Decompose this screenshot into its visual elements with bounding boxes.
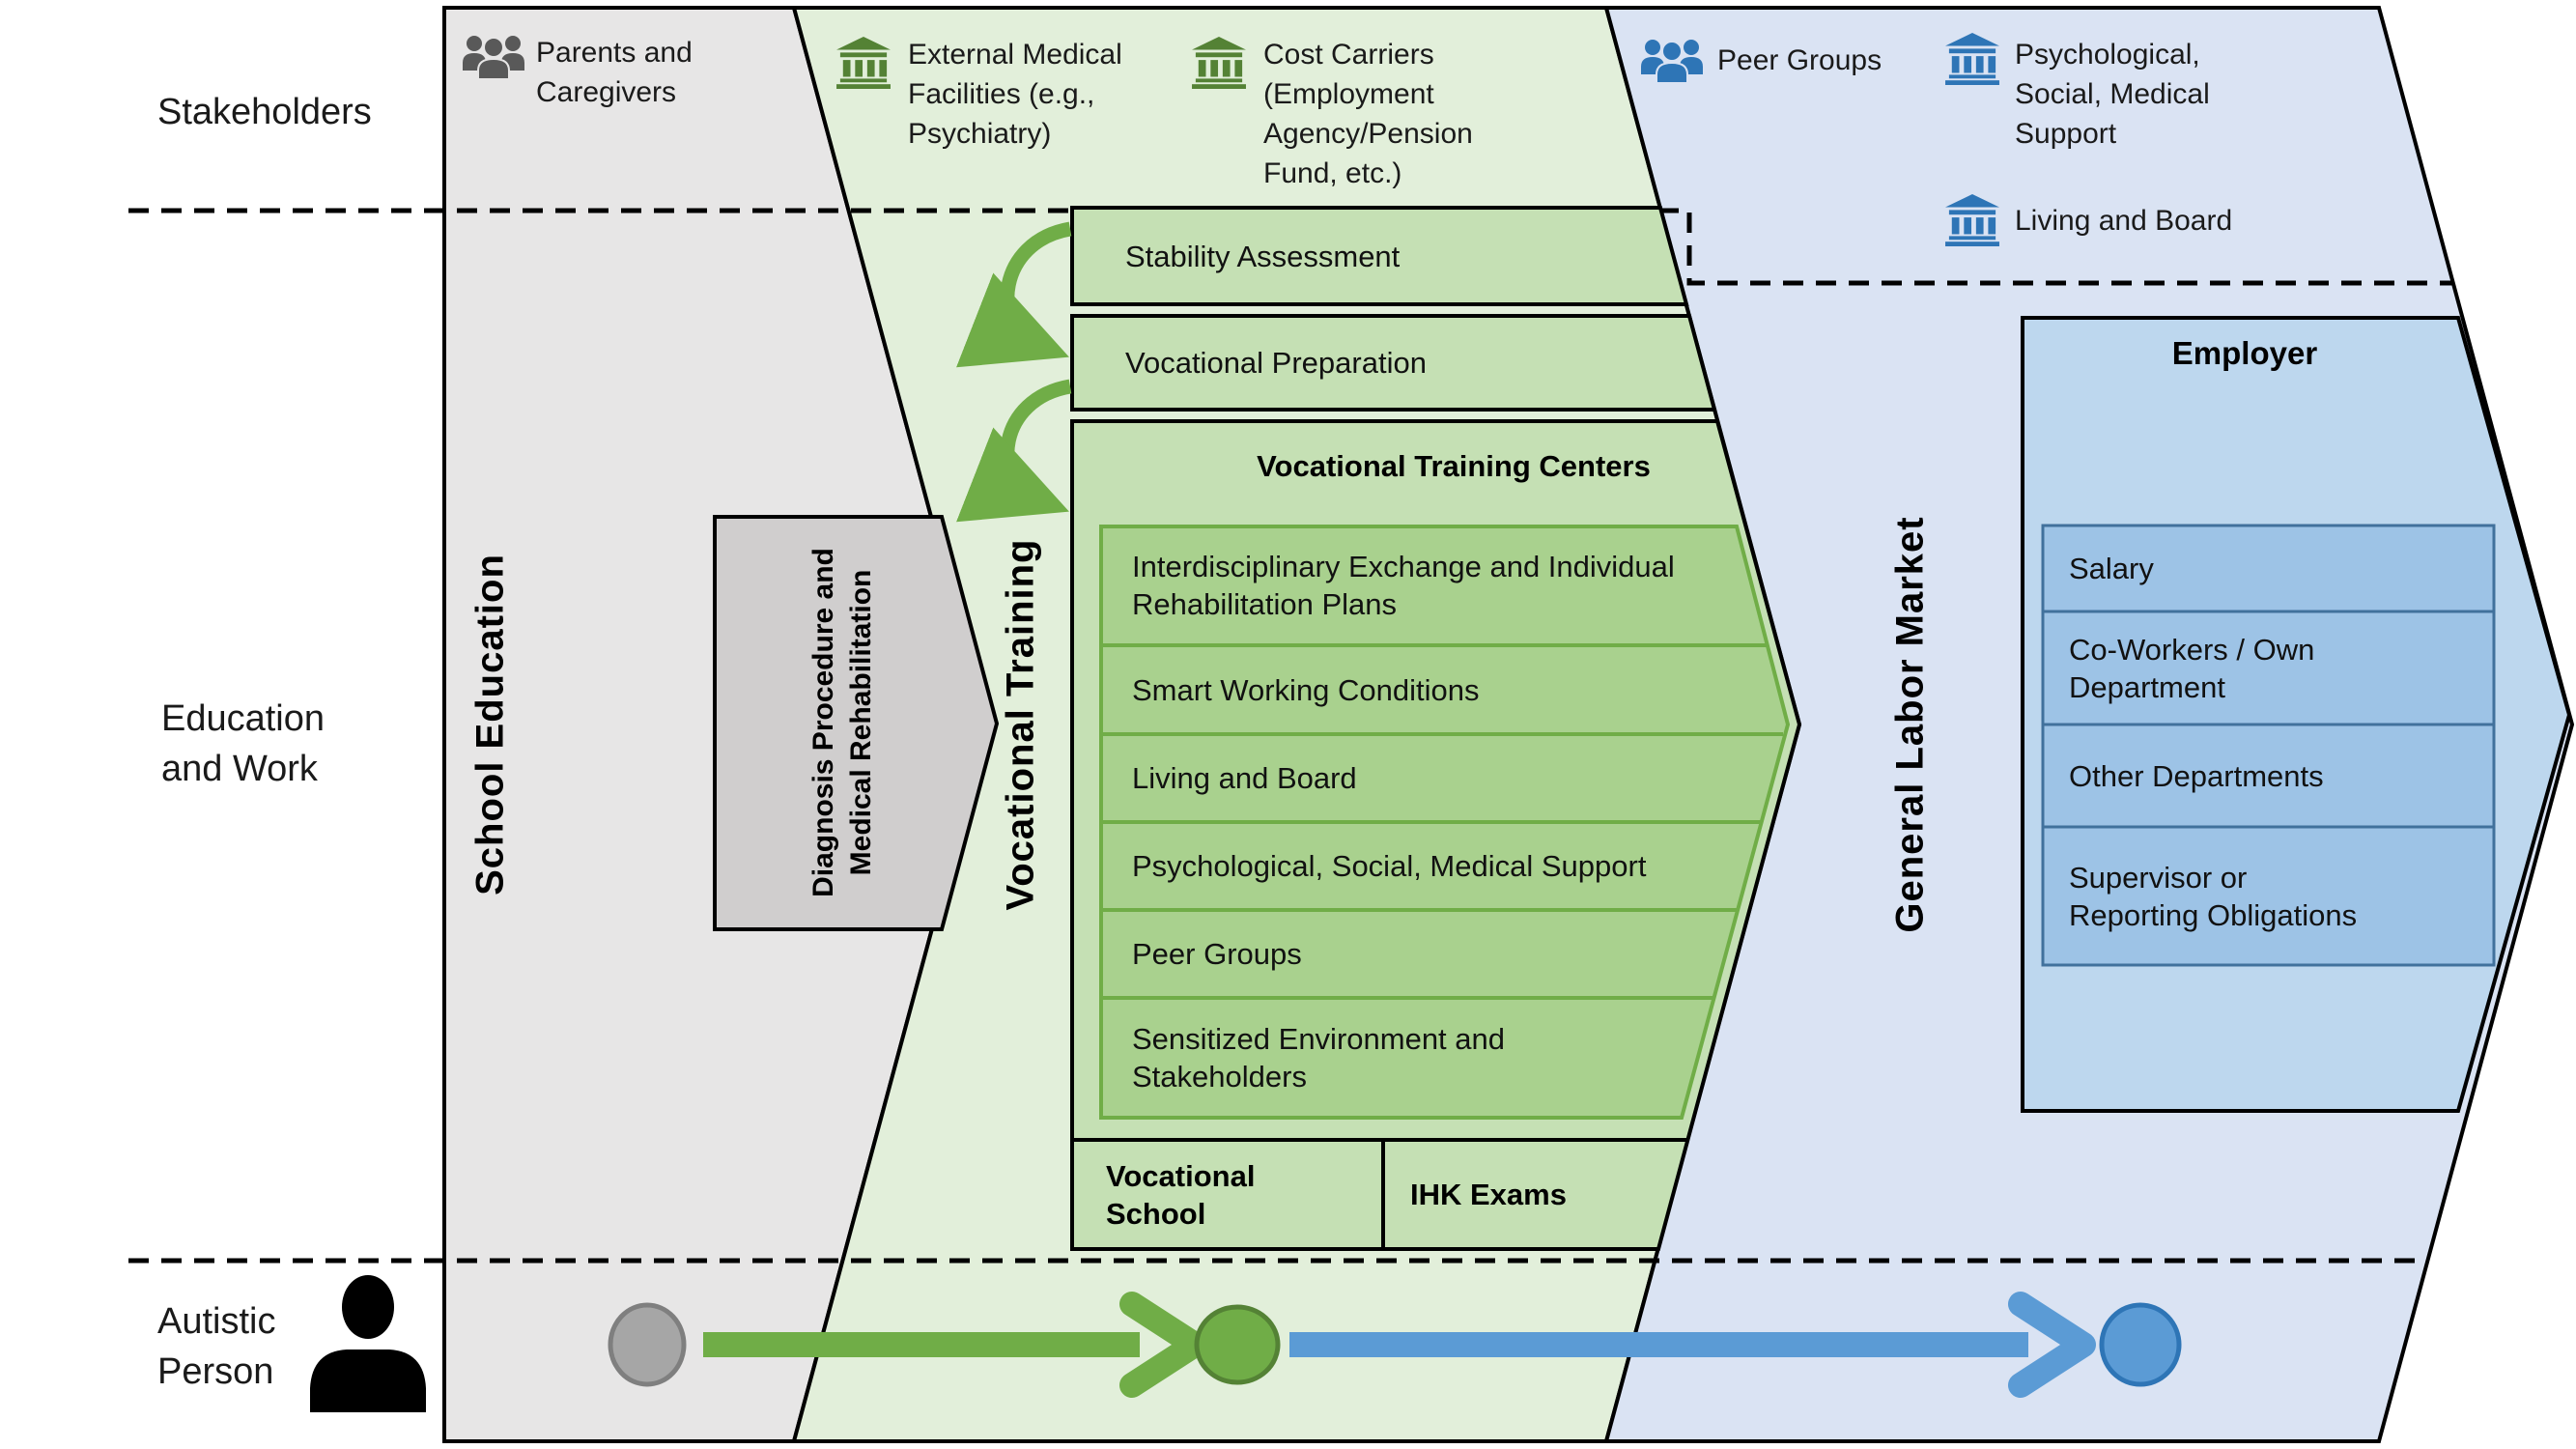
- autistic-person-row-label: Autistic Person: [157, 1301, 276, 1392]
- preparation-to-centers-arrow: [955, 379, 1072, 523]
- vocational-preparation-box: [1070, 314, 1717, 412]
- employer-row-coworkers: [2041, 610, 2496, 726]
- school-to-training-arrow-shaft: [703, 1332, 1140, 1357]
- training-to-labor-arrow-head: [2008, 1292, 2096, 1398]
- employer-title: Employer: [2171, 334, 2318, 371]
- training-centers-item: Smart Working Conditions: [1132, 672, 1480, 707]
- autistic-person-icon: [304, 1275, 432, 1417]
- peer-groups-label: Peer Groups: [1717, 44, 1882, 76]
- stability-to-preparation-arrow: [955, 221, 1072, 368]
- psych-support-label: Psychological, Social, Medical Support: [2015, 39, 2210, 150]
- employer-row-other-departments: [2041, 723, 2496, 829]
- training-centers-item: Psychological, Social, Medical Support: [1132, 849, 1647, 883]
- milestone-labor-dot: [2099, 1302, 2182, 1387]
- milestone-school-dot: [608, 1302, 687, 1387]
- external-medical-bank-icon: [836, 37, 891, 94]
- diagnosis-box-label: Diagnosis Procedure and Medical Rehabili…: [807, 548, 877, 897]
- cost-carriers-bank-icon: [1192, 37, 1246, 94]
- vocational-school-label: Vocational School: [1106, 1158, 1256, 1231]
- training-centers-item: Interdisciplinary Exchange and Individua…: [1132, 549, 1675, 621]
- vocational-preparation-label: Vocational Preparation: [1125, 346, 1427, 380]
- training-centers-item: Peer Groups: [1132, 937, 1302, 971]
- training-to-labor-arrow-shaft: [1289, 1332, 2028, 1357]
- external-medical-label: External Medical Facilities (e.g., Psych…: [908, 39, 1122, 150]
- living-board-bank-icon: [1945, 194, 1999, 251]
- stability-assessment-box: [1070, 206, 1689, 306]
- training-centers-title: Vocational Training Centers: [1257, 449, 1651, 483]
- employer-item: Supervisor or Reporting Obligations: [2069, 860, 2358, 932]
- employer-row-supervisor: [2041, 825, 2496, 967]
- training-centers-item: Living and Board: [1132, 761, 1357, 795]
- education-work-row-label: Education and Work: [161, 698, 326, 789]
- vocational-training-title: Vocational Training: [999, 538, 1042, 911]
- employer-item: Co-Workers / Own Department: [2069, 632, 2315, 704]
- parents-caregivers-people-icon: [462, 33, 525, 84]
- employer-item: Salary: [2069, 552, 2154, 585]
- ihk-exams-label: IHK Exams: [1410, 1178, 1567, 1211]
- school-education-title: School Education: [468, 554, 512, 895]
- psych-support-bank-icon: [1945, 33, 1999, 90]
- employer-row-salary: [2041, 524, 2496, 613]
- general-labor-market-title: General Labor Market: [1888, 516, 1932, 933]
- employer-item: Other Departments: [2069, 758, 2324, 793]
- cost-carriers-label: Cost Carriers (Employment Agency/Pension…: [1263, 39, 1473, 189]
- stakeholders-row-label: Stakeholders: [157, 92, 372, 132]
- diagnosis-pentagon: [713, 515, 1000, 931]
- training-centers-item: Sensitized Environment and Stakeholders: [1132, 1022, 1506, 1094]
- peer-groups-people-icon: [1640, 37, 1704, 88]
- stakeholders-divider-dashed-step: [1658, 208, 2453, 286]
- parents-caregivers-label: Parents and Caregivers: [536, 37, 693, 108]
- stability-assessment-label: Stability Assessment: [1125, 239, 1401, 273]
- milestone-training-dot: [1194, 1304, 1281, 1385]
- living-board-label: Living and Board: [2015, 205, 2233, 237]
